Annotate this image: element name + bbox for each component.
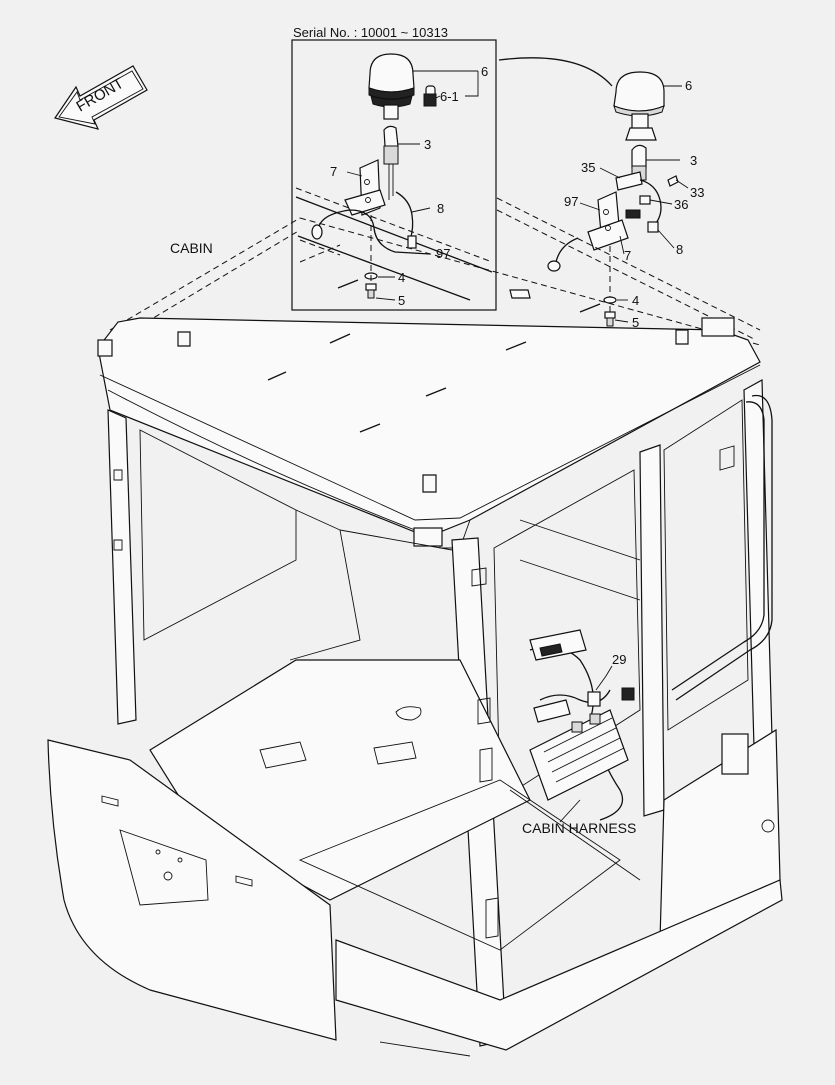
main-label-bolt: 5 xyxy=(632,315,639,330)
serial-number-label: Serial No. : 10001 ~ 10313 xyxy=(293,25,448,40)
cabin-roof xyxy=(97,317,761,533)
inset-label-bracket-pipe: 3 xyxy=(424,137,431,152)
main-label-connector: 36 xyxy=(674,197,688,212)
main-label-clamp: 35 xyxy=(581,160,595,175)
inset-beacon-lamp xyxy=(368,53,415,120)
main-label-screw: 33 xyxy=(690,185,704,200)
cabin-label: CABIN xyxy=(170,240,213,256)
inset-label-washer: 4 xyxy=(398,270,405,285)
main-harness xyxy=(555,237,579,263)
main-label-beacon: 6 xyxy=(685,78,692,93)
inset-bulb xyxy=(423,85,437,107)
inset-link-line xyxy=(498,57,613,87)
main-wire xyxy=(639,179,662,229)
main-label-bracket: 7 xyxy=(624,248,631,263)
relay-29 xyxy=(621,687,635,701)
main-screw xyxy=(667,175,679,187)
inset-label-wire: 8 xyxy=(437,201,444,216)
inset-label-harness: 97 xyxy=(436,246,450,261)
fuse-relay-box xyxy=(529,709,629,801)
main-label-bracket-pipe: 3 xyxy=(690,153,697,168)
cabin-harness-group: 29 xyxy=(529,629,635,821)
main-connector xyxy=(625,195,651,219)
inset-label-beacon: 6 xyxy=(481,64,488,79)
main-bolt xyxy=(604,311,616,327)
main-clamp xyxy=(615,171,643,191)
main-label-fuse-box: 29 xyxy=(612,652,626,667)
inset-harness xyxy=(317,209,431,255)
main-label-washer: 4 xyxy=(632,293,639,308)
main-label-harness: 97 xyxy=(564,194,578,209)
cabin-front-panel xyxy=(47,739,337,1041)
inset-label-bolt: 5 xyxy=(398,293,405,308)
cabin-structure xyxy=(47,197,783,1057)
inset-label-bracket: 7 xyxy=(330,164,337,179)
inset-bolt xyxy=(365,283,377,299)
main-washer xyxy=(603,296,617,304)
inset-label-bulb: 6-1 xyxy=(440,89,459,104)
main-beacon-lamp xyxy=(613,71,665,141)
cabin-harness-label: CABIN HARNESS xyxy=(522,820,636,836)
inset-detail: Serial No. : 10001 ~ 10313 xyxy=(291,25,497,311)
inset-bracket-pipe xyxy=(383,125,399,200)
inset-wire xyxy=(395,191,414,241)
main-bracket xyxy=(587,191,629,251)
main-beacon-assembly: 6 3 35 33 36 97 7 8 4 5 xyxy=(547,71,704,330)
inset-bracket xyxy=(344,159,386,216)
main-label-wire: 8 xyxy=(676,242,683,257)
front-arrow: FRONT xyxy=(54,65,148,130)
